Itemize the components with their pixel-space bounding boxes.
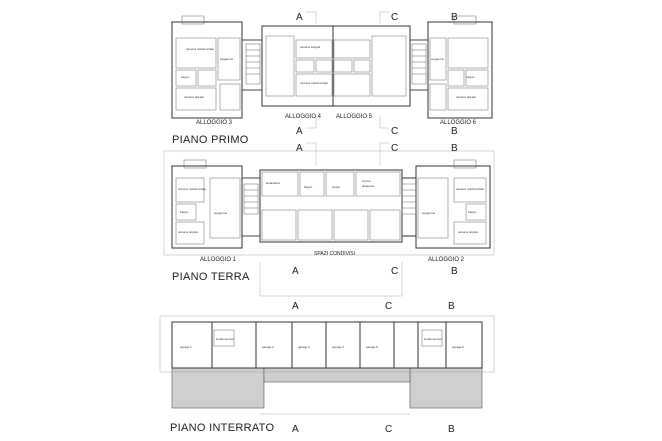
section-mark-b: B [448,301,455,312]
section-mark-c: C [385,301,392,312]
room-label: camera matrimoniale [456,187,484,191]
stair-right-ground [401,183,417,215]
unit-label-alloggio-5: ALLOGGIO 5 [336,114,373,120]
room-label: garage 4 [332,345,344,349]
shared-spaces-label: SPAZI CONDIVISI [314,251,355,257]
stair-right [411,43,427,85]
plan-ground-floor: camera matrimoniale bagno soggiorno came… [163,142,495,297]
plan-title-first: PIANO PRIMO [172,134,249,146]
room-label: bagno [466,75,475,79]
room-label: garage 6 [452,345,464,349]
stair-left-ground [243,183,259,215]
section-mark-a: A [292,301,299,312]
section-mark-b: B [451,12,458,23]
unit-label-alloggio-6: ALLOGGIO 6 [440,120,477,126]
section-mark-c: C [391,126,398,137]
room-label: lavanderia [266,181,280,185]
room-label: camera doppia [184,95,204,99]
room-label: bagno [468,210,477,214]
plan-title-ground: PIANO TERRA [172,271,250,283]
section-mark-c: C [391,12,398,23]
room-label: bagno [181,75,190,79]
unit-label-alloggio-2: ALLOGGIO 2 [428,257,465,263]
section-mark-a: A [292,266,299,277]
section-mark-c: C [391,143,398,154]
room-label: locale tecnico [424,337,443,341]
earth-fill-center [263,367,411,383]
section-mark-b: B [451,143,458,154]
room-label: camera matrimoniale [178,187,206,191]
room-label: garage 1 [180,345,192,349]
room-label: dispensa [362,184,374,188]
earth-fill-left [171,367,265,409]
stair-left [245,43,261,85]
room-label: camera doppia [178,230,198,234]
room-label: studio [332,185,340,189]
section-mark-c: C [385,424,392,435]
room-label: soggiorno [431,57,445,61]
room-label: soggiorno [214,211,228,215]
section-mark-a: A [296,143,303,154]
plan-basement: garage 1 garage 2 garage 3 garage 4 gara… [159,301,495,435]
room-label: soggiorno [422,211,436,215]
room-label: garage 2 [262,345,274,349]
section-mark-b: B [448,424,455,435]
earth-fill-right [409,367,483,409]
unit-label-alloggio-1: ALLOGGIO 1 [200,257,237,263]
plan-first-floor: camera matrimoniale bagno soggiorno came… [171,11,493,146]
section-mark-a: A [296,126,303,137]
room-label: bagno [304,185,313,189]
unit-label-alloggio-3: ALLOGGIO 3 [196,120,233,126]
room-label: camera doppia [458,230,478,234]
section-mark-b: B [451,266,458,277]
room-label: camera matrimoniale [300,81,328,85]
room-label: camera doppia [456,95,476,99]
section-mark-b: B [451,126,458,137]
room-label: cucina [362,179,371,183]
room-label: soggiorno [220,57,234,61]
section-mark-a: A [296,12,303,23]
room-label: bagno [180,210,189,214]
section-mark-c: C [391,266,398,277]
room-label: camera singola [300,45,321,49]
plan-title-basement: PIANO INTERRATO [170,422,274,434]
section-mark-a: A [292,424,299,435]
room-label: garage 5 [366,345,378,349]
unit-label-alloggio-4: ALLOGGIO 4 [285,114,322,120]
room-label: locale tecnico [216,337,235,341]
room-label: garage 3 [298,345,310,349]
room-label: camera matrimoniale [186,47,214,51]
